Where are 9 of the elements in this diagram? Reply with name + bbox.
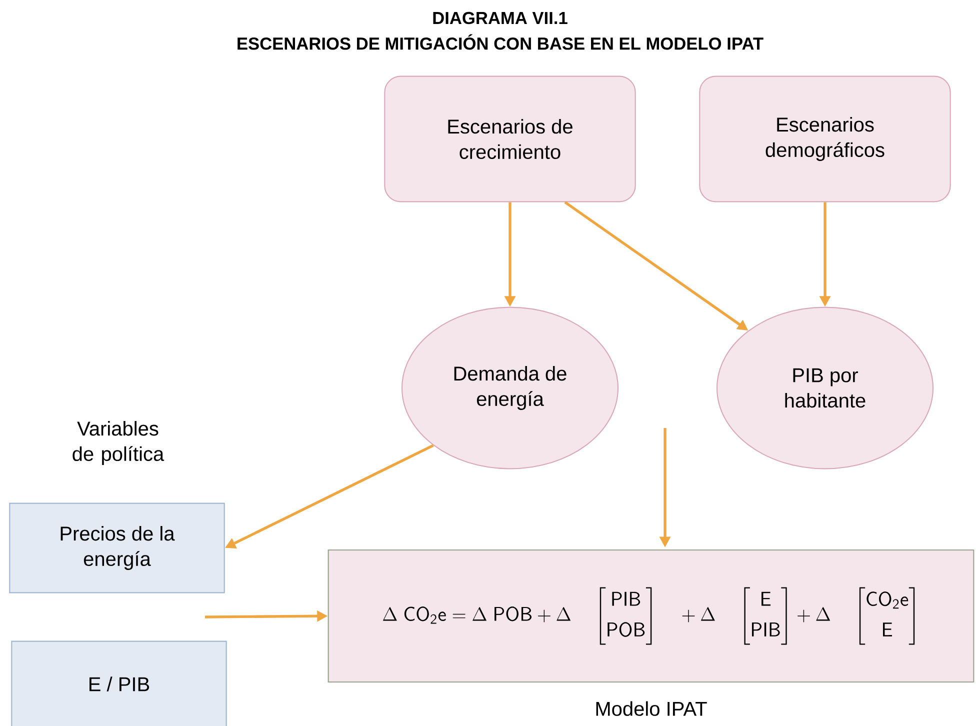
scenario-box: Escenarios demográficos bbox=[699, 76, 951, 202]
scenario-box: Escenarios de crecimiento bbox=[384, 76, 636, 202]
group-label: Variables de política bbox=[72, 421, 164, 465]
subtitle: ESCENARIOS DE MITIGACIÓN CON BASE EN EL MODELO IPAT bbox=[238, 34, 764, 50]
formula-box: $\Delta\;\mathsf{CO_2e} = \Delta\;\mathsf{POB} + \Delta \quad \begin{bmatrix}\mathsf{PIB}\\[4pt] \mathsf{POB}\end{bmatrix} \quad + \Delta \quad \begin{bmatrix}\mathsf{E}\\[4pt] \mathsf{PIB}\end{bmatrix} + \Delta \quad \begin{bmatrix}\mathsf{CO_2e}\\[4pt] \mathsf{E}\end{bmatrix}$ bbox=[328, 549, 974, 683]
policy-box: E / PIB bbox=[11, 640, 227, 726]
policy-box: Precios de la energía bbox=[9, 502, 225, 594]
model-caption: Modelo IPAT bbox=[596, 701, 707, 716]
title: DIAGRAMA VII.1 bbox=[433, 12, 568, 24]
